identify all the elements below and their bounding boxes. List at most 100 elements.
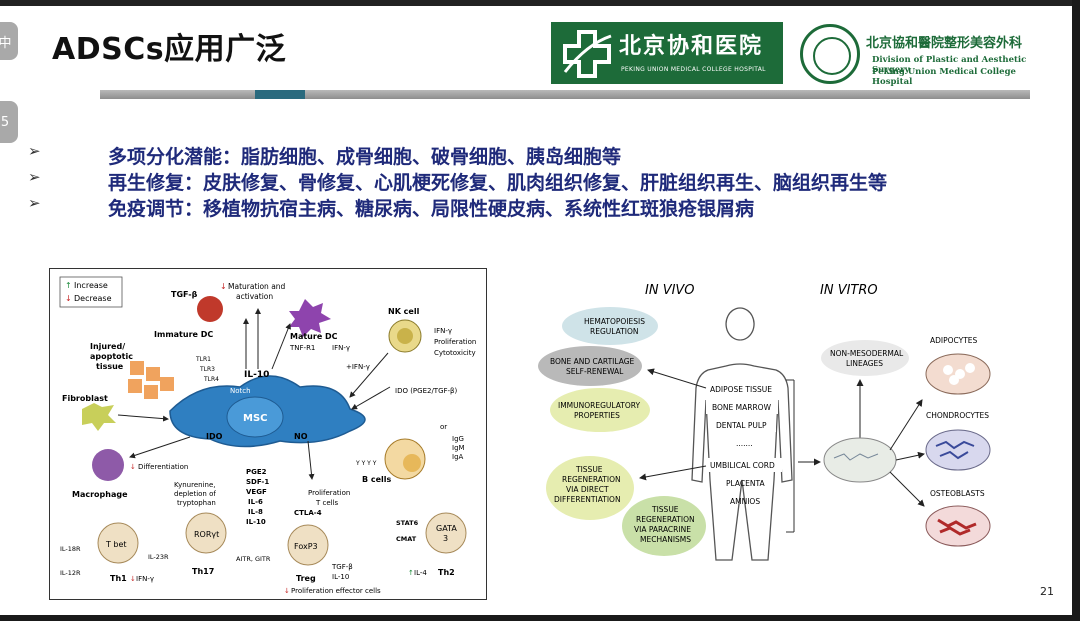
bullet-item: ➢ 多项分化潜能：脂肪细胞、成骨细胞、破骨细胞、胰岛细胞等	[28, 142, 1028, 168]
stat6-label: STAT6	[396, 519, 419, 527]
in-vivo-in-vitro-figure: IN VIVO IN VITRO HEMATOPOIESIS REGULATIO…	[530, 270, 1040, 570]
gata3-label: 3	[443, 534, 448, 543]
fibroblast-label: Fibroblast	[62, 394, 108, 403]
cmat-label: CMAT	[396, 535, 417, 543]
il23r-label: IL-23R	[148, 553, 169, 561]
pumch-cross-icon	[563, 30, 612, 78]
kyn3-label: tryptophan	[177, 499, 216, 507]
svg-text:↓: ↓	[130, 575, 136, 583]
aitr-label: AITR, GITR	[236, 555, 271, 563]
fibroblast-icon	[82, 403, 116, 431]
foxp3-label: FoxP3	[294, 542, 318, 551]
bullet-item: ➢ 再生修复：皮肤修复、骨修复、心肌梗死修复、肌肉组织修复、肝脏组织再生、脑组织…	[28, 168, 1028, 194]
in-vivo-label: IN VIVO	[645, 283, 695, 298]
window-top-border	[0, 0, 1080, 6]
tbet-label: T bet	[105, 540, 127, 549]
hematopoiesis2-label: REGULATION	[590, 327, 638, 336]
macrophage-icon	[92, 449, 124, 481]
th2-cell-icon	[425, 512, 467, 554]
prolif2-label: T cells	[315, 499, 339, 507]
svg-text:Y Y Y Y: Y Y Y Y	[355, 460, 377, 467]
tissue-paracrine-bubble	[622, 496, 706, 556]
nk-ifn-label: IFN-γ	[434, 327, 452, 335]
page-number: 21	[1040, 585, 1054, 598]
tissue1-label: TISSUE	[575, 465, 603, 474]
bullet-arrow-icon: ➢	[28, 194, 41, 212]
immuno1-label: IMMUNOREGULATORY	[558, 401, 641, 410]
bullet-text: 再生修复：皮肤修复、骨修复、心肌梗死修复、肌肉组织修复、肝脏组织再生、脑组织再生…	[108, 172, 888, 194]
th1-cell-icon	[97, 522, 139, 564]
side-button-zhong[interactable]: 中	[0, 22, 18, 60]
dental-label: DENTAL PULP	[716, 421, 767, 430]
para4-label: MECHANISMS	[640, 535, 691, 544]
bullet-text: 免疫调节：移植物抗宿主病、糖尿病、局限性硬皮病、系统性红斑狼疮银屑病	[108, 198, 755, 220]
effector-label: Proliferation effector cells	[291, 587, 381, 595]
il6-label: IL-6	[248, 498, 263, 506]
nk-label: NK cell	[388, 307, 420, 316]
division-en-line1: Division of Plastic and Aesthetic Surger…	[872, 55, 1027, 75]
tgf-label: TGF-β	[171, 290, 198, 299]
bone1-label: BONE AND CARTILAGE	[550, 357, 635, 366]
chondrocytes-label: CHONDROCYTES	[926, 411, 989, 420]
macrophage-label: Macrophage	[72, 490, 128, 499]
or-label: or	[440, 423, 447, 431]
para1-label: TISSUE	[651, 505, 679, 514]
treg-cell-icon	[287, 524, 329, 566]
adsc-sources-diagram: IN VIVO IN VITRO HEMATOPOIESIS REGULATIO…	[538, 283, 991, 561]
side-button-page[interactable]: 5	[0, 101, 18, 143]
pumch-logo: 北京协和医院 PEKING UNION MEDICAL COLLEGE HOSP…	[551, 22, 783, 84]
ctla4-label: CTLA-4	[294, 509, 322, 517]
window-bottom-border	[0, 615, 1080, 621]
marrow-label: BONE MARROW	[712, 403, 772, 412]
nonmeso1-label: NON-MESODERMAL	[830, 349, 904, 358]
culture-dish-icon	[823, 437, 897, 483]
osteoblasts-label: OSTEOBLASTS	[930, 489, 985, 498]
tissue-direct-bubble	[546, 456, 634, 520]
pumch-en-name: PEKING UNION MEDICAL COLLEGE HOSPITAL	[621, 66, 766, 73]
immature-dc-label: Immature DC	[154, 330, 213, 339]
nonmeso2-label: LINEAGES	[846, 359, 883, 368]
igg-label: IgG	[452, 435, 464, 443]
injured-label: Injured/	[90, 342, 125, 351]
bone2-label: SELF-RENEWAL	[566, 367, 624, 376]
adipose-label: ADIPOSE TISSUE	[710, 385, 772, 394]
mature-ifn-label: IFN-γ	[332, 344, 350, 352]
th17-label: Th17	[192, 567, 214, 576]
placenta-label: PLACENTA	[726, 479, 765, 488]
tlr4-label: TLR4	[203, 376, 219, 383]
nk-cyto-label: Cytotoxicity	[434, 349, 476, 357]
ido-label: IDO	[206, 432, 223, 441]
th1-label: Th1	[110, 574, 127, 583]
dots-label: .......	[736, 439, 753, 448]
amnios-label: AMNIOS	[730, 497, 760, 506]
tissue-label: tissue	[96, 362, 124, 371]
il8-label: IL-8	[248, 508, 263, 516]
svg-text:↓: ↓	[220, 282, 227, 291]
bullet-arrow-icon: ➢	[28, 142, 41, 160]
division-seal-icon	[800, 24, 860, 84]
pumch-cn-name: 北京协和医院	[619, 33, 764, 59]
tlr1-label: TLR1	[195, 356, 211, 363]
legend-decrease: Decrease	[74, 294, 112, 303]
chondrocytes-dish-icon	[925, 429, 991, 471]
tlr3-label: TLR3	[199, 366, 215, 373]
para3-label: VIA PARACRINE	[634, 525, 691, 534]
human-body-icon	[691, 307, 793, 561]
msc-label: MSC	[243, 413, 268, 424]
no-label: NO	[294, 432, 308, 441]
umbilical-label: UMBILICAL CORD	[710, 461, 775, 470]
activation-label: activation	[236, 292, 273, 301]
th17-cell-icon	[185, 512, 227, 554]
immature-dc-icon	[197, 296, 223, 322]
tissue2-label: REGENERATION	[562, 475, 621, 484]
svg-text:↑: ↑	[65, 281, 72, 290]
il4-label: IL-4	[414, 569, 427, 577]
gata-label: GATA	[436, 524, 457, 533]
bcells-label: B cells	[362, 475, 392, 484]
tissue4-label: DIFFERENTIATION	[554, 495, 621, 504]
th1-ifn-label: IFN-γ	[136, 575, 154, 583]
il10b-label: IL-10	[246, 518, 266, 526]
maturation-label: Maturation and	[228, 282, 286, 291]
slide-title: ADSCs应用广泛	[52, 32, 287, 67]
th2-label: Th2	[438, 568, 455, 577]
